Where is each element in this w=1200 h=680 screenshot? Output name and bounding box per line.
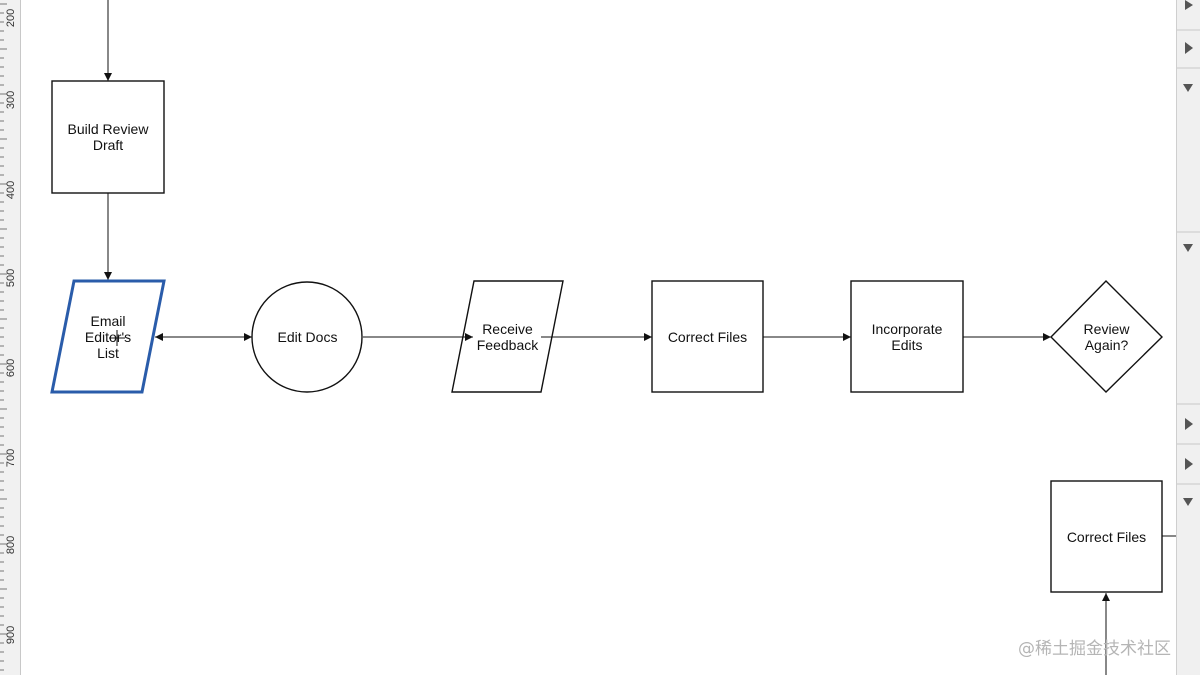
collapse-triangle-icon[interactable] [1183,84,1193,92]
move-cursor-icon [109,330,125,346]
decision-review-again[interactable] [1050,280,1163,393]
ruler-label-400: 400 [5,181,17,199]
panel-graphic [1177,0,1200,506]
vertical-ruler: 200 300 400 500 600 700 800 900 [0,0,21,675]
right-inspector-panel [1176,0,1200,675]
process-correct-files-2[interactable] [1050,480,1163,593]
process-build-review-draft[interactable] [51,80,165,194]
process-incorporate-edits[interactable] [850,280,964,393]
collapse-triangle-icon[interactable] [1183,498,1193,506]
io-receive-feedback[interactable] [451,280,564,393]
ruler-label-900: 900 [5,626,17,644]
io-email-editors-list[interactable] [50,279,166,394]
process-edit-docs[interactable] [251,281,363,393]
ruler-graphic: 200 300 400 500 600 700 800 900 [0,3,17,671]
process-correct-files[interactable] [651,280,764,393]
ruler-label-500: 500 [5,269,17,287]
expand-triangle-icon[interactable] [1185,0,1193,10]
expand-triangle-icon[interactable] [1185,458,1193,470]
watermark-text: @稀土掘金技术社区 [1018,639,1171,659]
ruler-label-600: 600 [5,359,17,377]
ruler-label-200: 200 [5,9,17,27]
ruler-label-800: 800 [5,536,17,554]
expand-triangle-icon[interactable] [1185,42,1193,54]
ruler-label-300: 300 [5,91,17,109]
ruler-label-700: 700 [5,449,17,467]
collapse-triangle-icon[interactable] [1183,244,1193,252]
expand-triangle-icon[interactable] [1185,418,1193,430]
flowchart-svg[interactable] [21,0,1176,675]
